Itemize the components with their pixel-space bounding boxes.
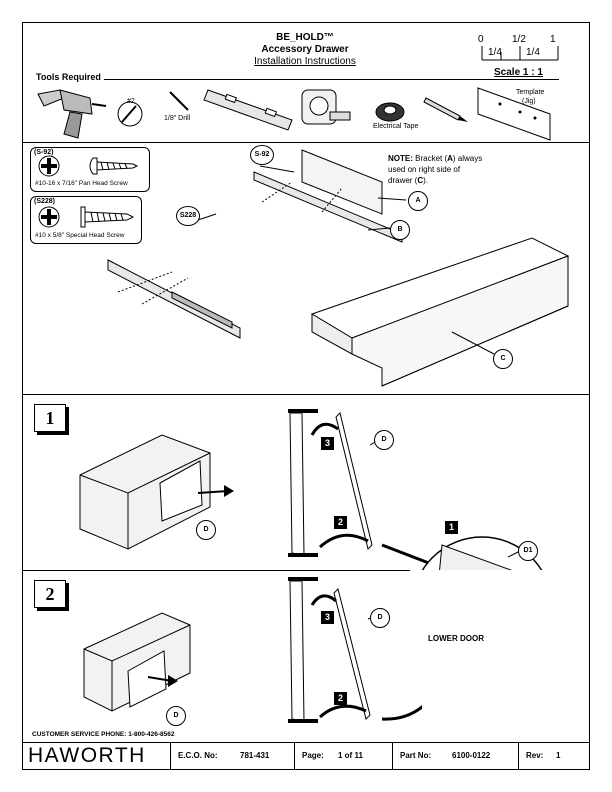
- tape-measure-icon: [301, 89, 351, 125]
- scale-sub-2: 1/4: [526, 47, 540, 58]
- step-1-sub-2: 2: [334, 516, 347, 529]
- pencil-icon: [423, 97, 468, 122]
- level-icon: [203, 89, 293, 131]
- callout-b: B: [390, 220, 410, 240]
- drawer-assembly-illustration: [107, 149, 570, 387]
- hardware-code-s92: (S-92): [34, 149, 54, 156]
- page-value: 1 of 11: [338, 751, 363, 760]
- scale-sub-1: 1/4: [488, 47, 502, 58]
- electrical-tape-icon: [375, 102, 405, 122]
- customer-service-phone: CUSTOMER SERVICE PHONE: 1-800-426-8562: [32, 731, 175, 738]
- template-jig-label: (Jig): [522, 98, 536, 105]
- eco-label: E.C.O. No:: [178, 751, 218, 760]
- template-label: Template: [516, 89, 545, 96]
- drill-bit-size-label: #2: [127, 98, 135, 105]
- tools-heading: Tools Required: [36, 72, 101, 82]
- drill-icon: [37, 89, 107, 139]
- eco-value: 781-431: [240, 751, 270, 760]
- tools-illustration: [37, 87, 551, 141]
- scale-tick-1: 1: [550, 34, 556, 45]
- part-value: 6100-0122: [452, 751, 491, 760]
- scale-tick-0: 0: [478, 34, 484, 45]
- scale-label: Scale 1 : 1: [494, 67, 543, 78]
- callout-c: C: [493, 349, 513, 369]
- note-text: NOTE: Bracket (A) always used on right s…: [388, 154, 483, 185]
- step-1-callout-d-hinge: D: [374, 430, 394, 450]
- step-2-number: 2: [34, 580, 66, 608]
- document-type: Installation Instructions: [254, 56, 356, 67]
- hardware-code-s228: (S228): [34, 198, 56, 205]
- hardware-desc-s228: #10 x 5/8" Special Head Screw: [35, 232, 125, 239]
- step-2-callout-d: D: [166, 706, 186, 726]
- callout-s228: S228: [176, 206, 200, 226]
- callout-s92: S-92: [250, 145, 274, 165]
- page-frame: [22, 22, 590, 770]
- title-block: BE_HOLD™ Accessory Drawer Installation I…: [150, 32, 460, 68]
- step-2-sub-3: 3: [321, 611, 334, 624]
- step-1-sub-3: 3: [321, 437, 334, 450]
- electrical-tape-label: Electrical Tape: [373, 123, 419, 130]
- divider-step2: [22, 570, 410, 571]
- footer-separator-2: [294, 742, 295, 770]
- step-2-sub-2: 2: [334, 692, 347, 705]
- hardware-desc-s92: #10-16 x 7/16" Pan Head Screw: [35, 180, 128, 187]
- step-1-sub-1: 1: [445, 521, 458, 534]
- page-label: Page:: [302, 751, 324, 760]
- lower-door-label: LOWER DOOR: [428, 634, 484, 643]
- product-subtitle: Accessory Drawer: [261, 44, 349, 55]
- template-jig-icon: [477, 87, 551, 141]
- divider-tools: [22, 142, 590, 143]
- step-1-illustration: [79, 409, 543, 570]
- scale-bar: [481, 46, 559, 61]
- hardware-box-s228: (S228) #10 x 5/8" Special Head Screw: [30, 196, 142, 244]
- haworth-logo: HAWORTH: [28, 744, 146, 767]
- step-1-callout-d: D: [196, 520, 216, 540]
- detail-callout-d1: D1: [518, 541, 538, 561]
- divider-footer: [22, 742, 590, 743]
- divider-step1: [22, 394, 590, 395]
- hardware-box-s92: (S-92) #10-16 x 7/16" Pan Head Screw: [30, 147, 150, 192]
- footer-separator-4: [518, 742, 519, 770]
- step-2-callout-d-hinge: D: [370, 608, 390, 628]
- footer-separator-1: [170, 742, 171, 770]
- product-name: BE_HOLD™: [276, 32, 334, 43]
- special-head-screw-icon: [38, 206, 135, 228]
- step-2-illustration: [83, 577, 422, 723]
- footer-separator-3: [392, 742, 393, 770]
- drill-bit-icon: [169, 91, 189, 111]
- scale-tick-half: 1/2: [512, 34, 526, 45]
- part-label: Part No:: [400, 751, 432, 760]
- drill-label: 1/8" Drill: [164, 115, 191, 122]
- rev-value: 1: [556, 751, 561, 760]
- rev-label: Rev:: [526, 751, 544, 760]
- pan-head-screw-icon: [38, 155, 139, 177]
- tools-heading-rule: [104, 79, 559, 80]
- callout-a: A: [408, 191, 428, 211]
- step-1-number: 1: [34, 404, 66, 432]
- screwdriver-bit-icon: [117, 101, 143, 127]
